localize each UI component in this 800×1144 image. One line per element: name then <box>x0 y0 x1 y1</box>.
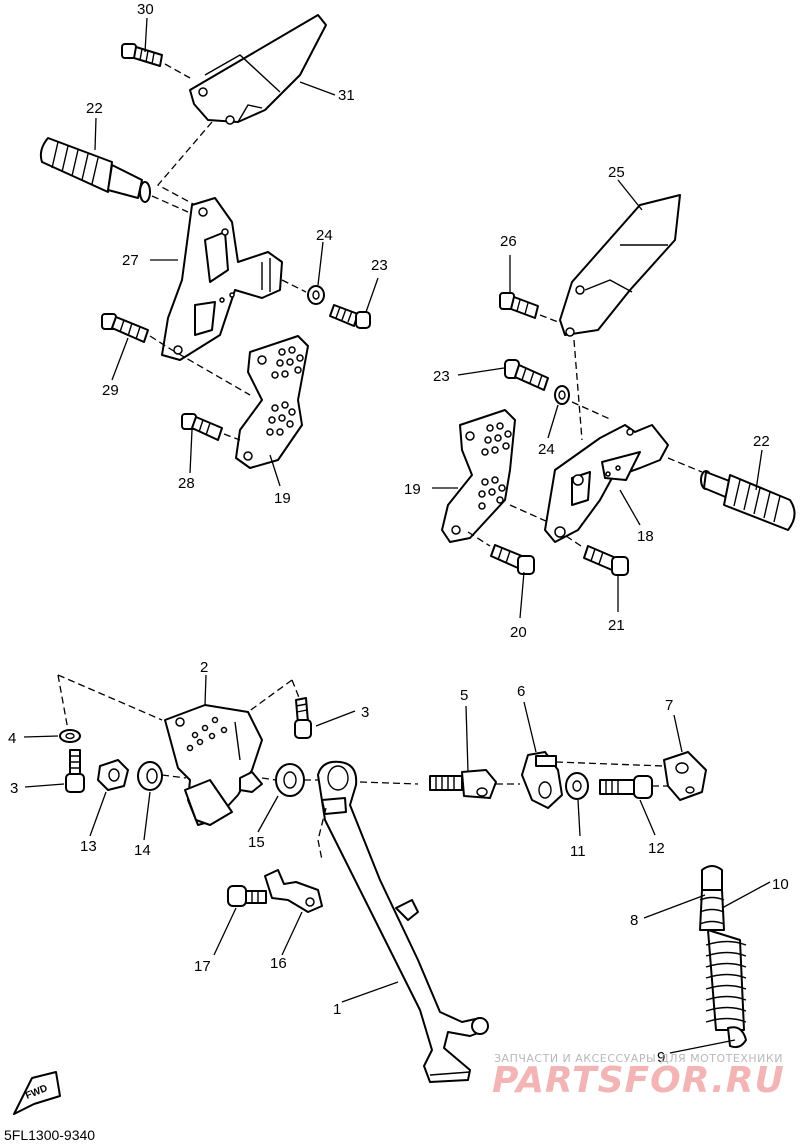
bolt-26 <box>499 292 539 319</box>
leader-lines <box>23 17 771 1054</box>
washer-15 <box>275 763 305 797</box>
bolt-21 <box>583 545 629 576</box>
collar-14 <box>137 761 163 791</box>
label-4: 4 <box>8 730 16 747</box>
nut-13 <box>97 759 129 791</box>
label-28: 28 <box>178 475 195 492</box>
label-9: 9 <box>657 1049 665 1066</box>
label-14: 14 <box>134 842 151 859</box>
label-13: 13 <box>80 838 97 855</box>
plate-19-right <box>441 409 516 543</box>
washer-11 <box>565 772 589 800</box>
sidestand <box>317 760 489 1083</box>
washer-24-right <box>554 385 570 405</box>
washer-4 <box>59 729 81 743</box>
label-1: 1 <box>333 1001 341 1018</box>
diagram-code: 5FL1300-9340 <box>4 1127 95 1143</box>
watermark-tagline: ЗАПЧАСТИ И АКСЕССУАРЫ ДЛЯ МОТОТЕХНИКИ <box>494 1052 783 1065</box>
washer-24 <box>307 285 325 305</box>
bolt-29 <box>101 313 149 343</box>
label-17: 17 <box>194 958 211 975</box>
label-20: 20 <box>510 624 527 641</box>
label-24-right: 24 <box>538 441 555 458</box>
label-3-lower: 3 <box>10 780 18 797</box>
footrest-bracket-left <box>161 197 283 361</box>
bolt-23-right <box>504 359 549 391</box>
label-23-right: 23 <box>433 368 450 385</box>
footpeg-left <box>39 137 151 203</box>
label-31: 31 <box>338 87 355 104</box>
bolt-17 <box>227 885 267 907</box>
bolt-30 <box>121 43 163 67</box>
heel-guard-left <box>189 14 327 125</box>
label-10: 10 <box>772 876 789 893</box>
label-12: 12 <box>648 840 665 857</box>
bolt-28 <box>181 413 223 441</box>
label-19: 19 <box>274 490 291 507</box>
label-21: 21 <box>608 617 625 634</box>
label-8: 8 <box>630 912 638 929</box>
label-11: 11 <box>570 843 586 860</box>
footrest-bracket-right <box>544 424 669 543</box>
bolt-3-upper <box>294 697 312 739</box>
label-24: 24 <box>316 227 333 244</box>
plate-6 <box>521 751 563 809</box>
label-5: 5 <box>460 687 468 704</box>
bolt-5 <box>429 769 497 799</box>
label-22: 22 <box>86 100 103 117</box>
footpeg-right <box>700 470 796 531</box>
bolt-23-left <box>329 304 371 329</box>
part-number-labels: 30 31 22 27 24 23 29 28 19 25 26 23 24 2… <box>8 1 789 1066</box>
bolt-3-lower <box>65 749 85 793</box>
sidestand-bracket <box>164 704 263 826</box>
watermark-logo: PARTSFOR.RU <box>492 1060 785 1101</box>
label-6: 6 <box>517 683 525 700</box>
spring-assembly <box>699 865 747 1049</box>
label-18: 18 <box>637 528 654 545</box>
bolt-20 <box>490 544 535 575</box>
label-16: 16 <box>270 955 287 972</box>
label-29: 29 <box>102 382 119 399</box>
label-2: 2 <box>200 659 208 676</box>
label-7: 7 <box>665 697 673 714</box>
label-19-right: 19 <box>404 481 421 498</box>
sidestand-switch <box>264 869 323 913</box>
bolt-12 <box>599 775 653 799</box>
plate-7 <box>663 751 707 801</box>
fwd-arrow-icon: FWD <box>13 1071 61 1115</box>
label-26: 26 <box>500 233 517 250</box>
label-15: 15 <box>248 834 265 851</box>
heel-guard-right <box>559 194 681 337</box>
label-22-right: 22 <box>753 433 770 450</box>
label-3-upper: 3 <box>361 704 369 721</box>
plate-19-left <box>235 335 309 469</box>
label-27: 27 <box>122 252 139 269</box>
label-25: 25 <box>608 164 625 181</box>
label-23: 23 <box>371 257 388 274</box>
label-30: 30 <box>137 1 154 18</box>
